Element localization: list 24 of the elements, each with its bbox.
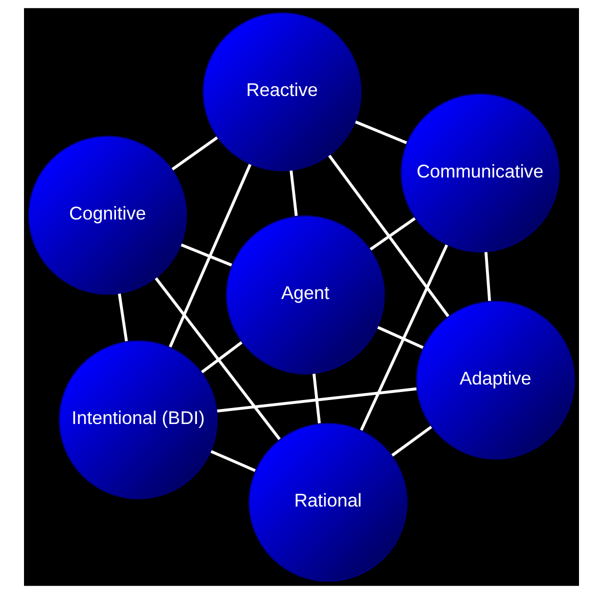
connector <box>354 120 407 144</box>
connector <box>376 326 424 349</box>
connector <box>289 170 298 216</box>
connector <box>210 450 256 472</box>
connector <box>312 373 320 424</box>
node-circle: Rational <box>248 422 407 582</box>
connector <box>390 425 432 457</box>
connector <box>168 164 252 348</box>
connector <box>200 341 242 374</box>
connector <box>117 293 128 342</box>
node-circle: Reactive <box>202 12 362 172</box>
connector <box>180 243 232 267</box>
node-circle: Cognitive <box>28 136 187 295</box>
node-circle: Communicative <box>400 93 560 252</box>
connector <box>154 276 280 440</box>
connector <box>216 387 416 412</box>
connector <box>170 136 218 171</box>
node-circle: Intentional (BDI) <box>58 340 218 500</box>
connector <box>359 244 448 432</box>
connector <box>484 252 491 302</box>
connector <box>368 217 416 251</box>
connector <box>327 154 450 318</box>
node-circle: Agent <box>225 215 384 374</box>
node-circle: Adaptive <box>415 300 574 460</box>
